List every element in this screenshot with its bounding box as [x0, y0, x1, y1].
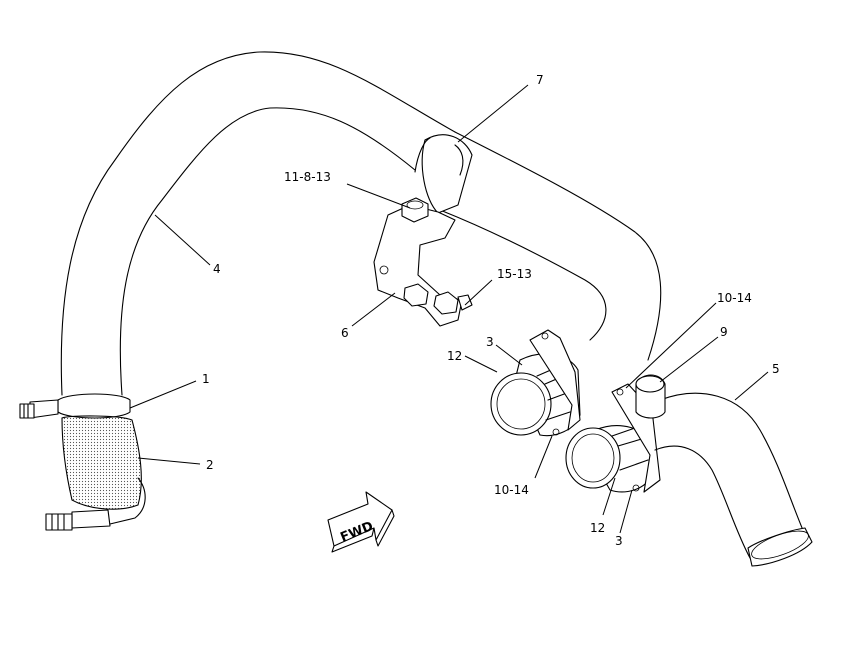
tube-7	[439, 131, 662, 361]
callout-7: 7	[536, 73, 544, 87]
callout-9: 9	[720, 325, 728, 339]
callout-labels: 1 2 4 7 11-8-13 6 15-13 3 12 10-14 10-14…	[202, 73, 780, 548]
leader-lines	[129, 84, 769, 534]
callout-1: 1	[202, 372, 210, 386]
callout-5: 5	[772, 362, 780, 376]
callout-3-lower: 3	[615, 534, 623, 548]
fwd-direction-marker: FWD	[327, 491, 395, 553]
callout-3-upper: 3	[486, 335, 494, 349]
filter-canister-upper	[490, 329, 581, 437]
callout-2: 2	[206, 458, 214, 472]
nut-15	[403, 283, 473, 315]
callout-11-8-13: 11-8-13	[284, 170, 331, 184]
clamp-assembly-1	[19, 393, 131, 419]
hose-2	[45, 415, 146, 531]
callout-15-13: 15-13	[497, 267, 532, 281]
elbow-tube-5	[635, 374, 813, 567]
callout-6: 6	[341, 326, 349, 340]
callout-10-14-upper: 10-14	[717, 291, 752, 305]
bolt-11	[401, 197, 429, 223]
clamp-7	[414, 134, 473, 214]
bracket-6	[373, 197, 473, 327]
callout-4: 4	[213, 262, 221, 276]
callout-12-lower: 12	[590, 521, 605, 535]
tube-4	[60, 51, 456, 396]
callout-12-upper: 12	[447, 349, 462, 363]
callout-10-14-lower: 10-14	[494, 483, 529, 497]
